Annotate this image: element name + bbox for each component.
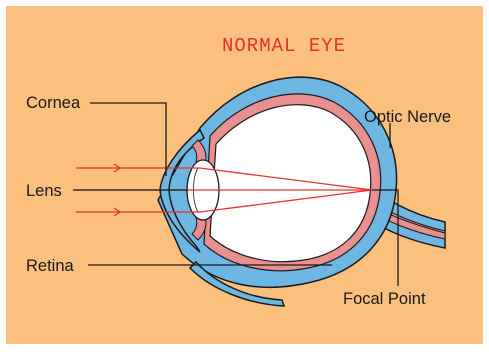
label-retina: Retina [26,257,75,275]
retina [210,105,371,262]
label-lens: Lens [26,182,62,200]
diagram-title: NORMAL EYE [222,35,346,57]
label-optic-nerve: Optic Nerve [364,108,451,126]
label-cornea: Cornea [26,94,81,112]
label-focal-point: Focal Point [343,290,426,308]
